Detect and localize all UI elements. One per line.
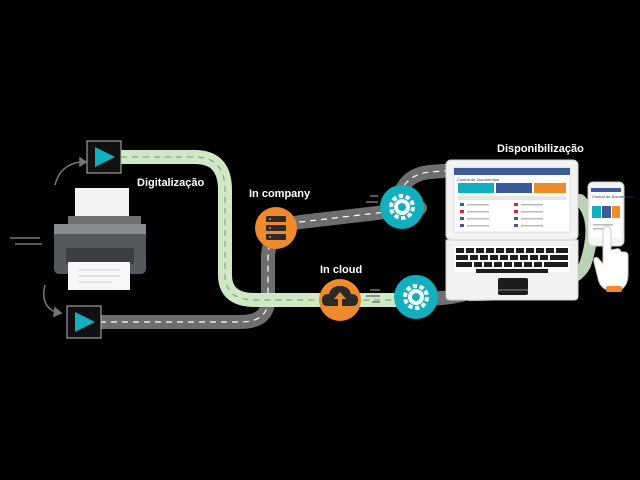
server-icon <box>266 216 286 240</box>
motion-lines <box>10 156 380 318</box>
printer-icon <box>54 188 146 290</box>
label-disponibilizacao: Disponibilização <box>497 143 584 155</box>
label-in-company: In company <box>249 188 311 200</box>
play-icon <box>95 147 115 167</box>
gear-node-bottom[interactable] <box>394 275 438 319</box>
label-digitalizacao: Digitalização <box>137 177 205 189</box>
cloud-upload-icon <box>322 286 358 306</box>
label-in-cloud: In cloud <box>320 264 362 276</box>
phone-app-title: Control de Documentos <box>592 194 634 199</box>
cloud-node[interactable] <box>319 279 361 321</box>
server-node[interactable] <box>255 207 297 249</box>
play-button-bottom[interactable] <box>66 305 102 339</box>
play-icon <box>75 312 95 332</box>
gear-node-top[interactable] <box>380 185 424 229</box>
gear-icon <box>403 284 429 310</box>
laptop-icon: Control de Documentos <box>445 159 579 301</box>
smartphone-icon: Control de Documentos <box>587 181 634 247</box>
hand-pointer-icon <box>593 225 629 292</box>
play-button-top[interactable] <box>86 140 122 174</box>
gear-icon <box>389 194 415 220</box>
laptop-app-title: Control de Documentos <box>457 177 499 182</box>
